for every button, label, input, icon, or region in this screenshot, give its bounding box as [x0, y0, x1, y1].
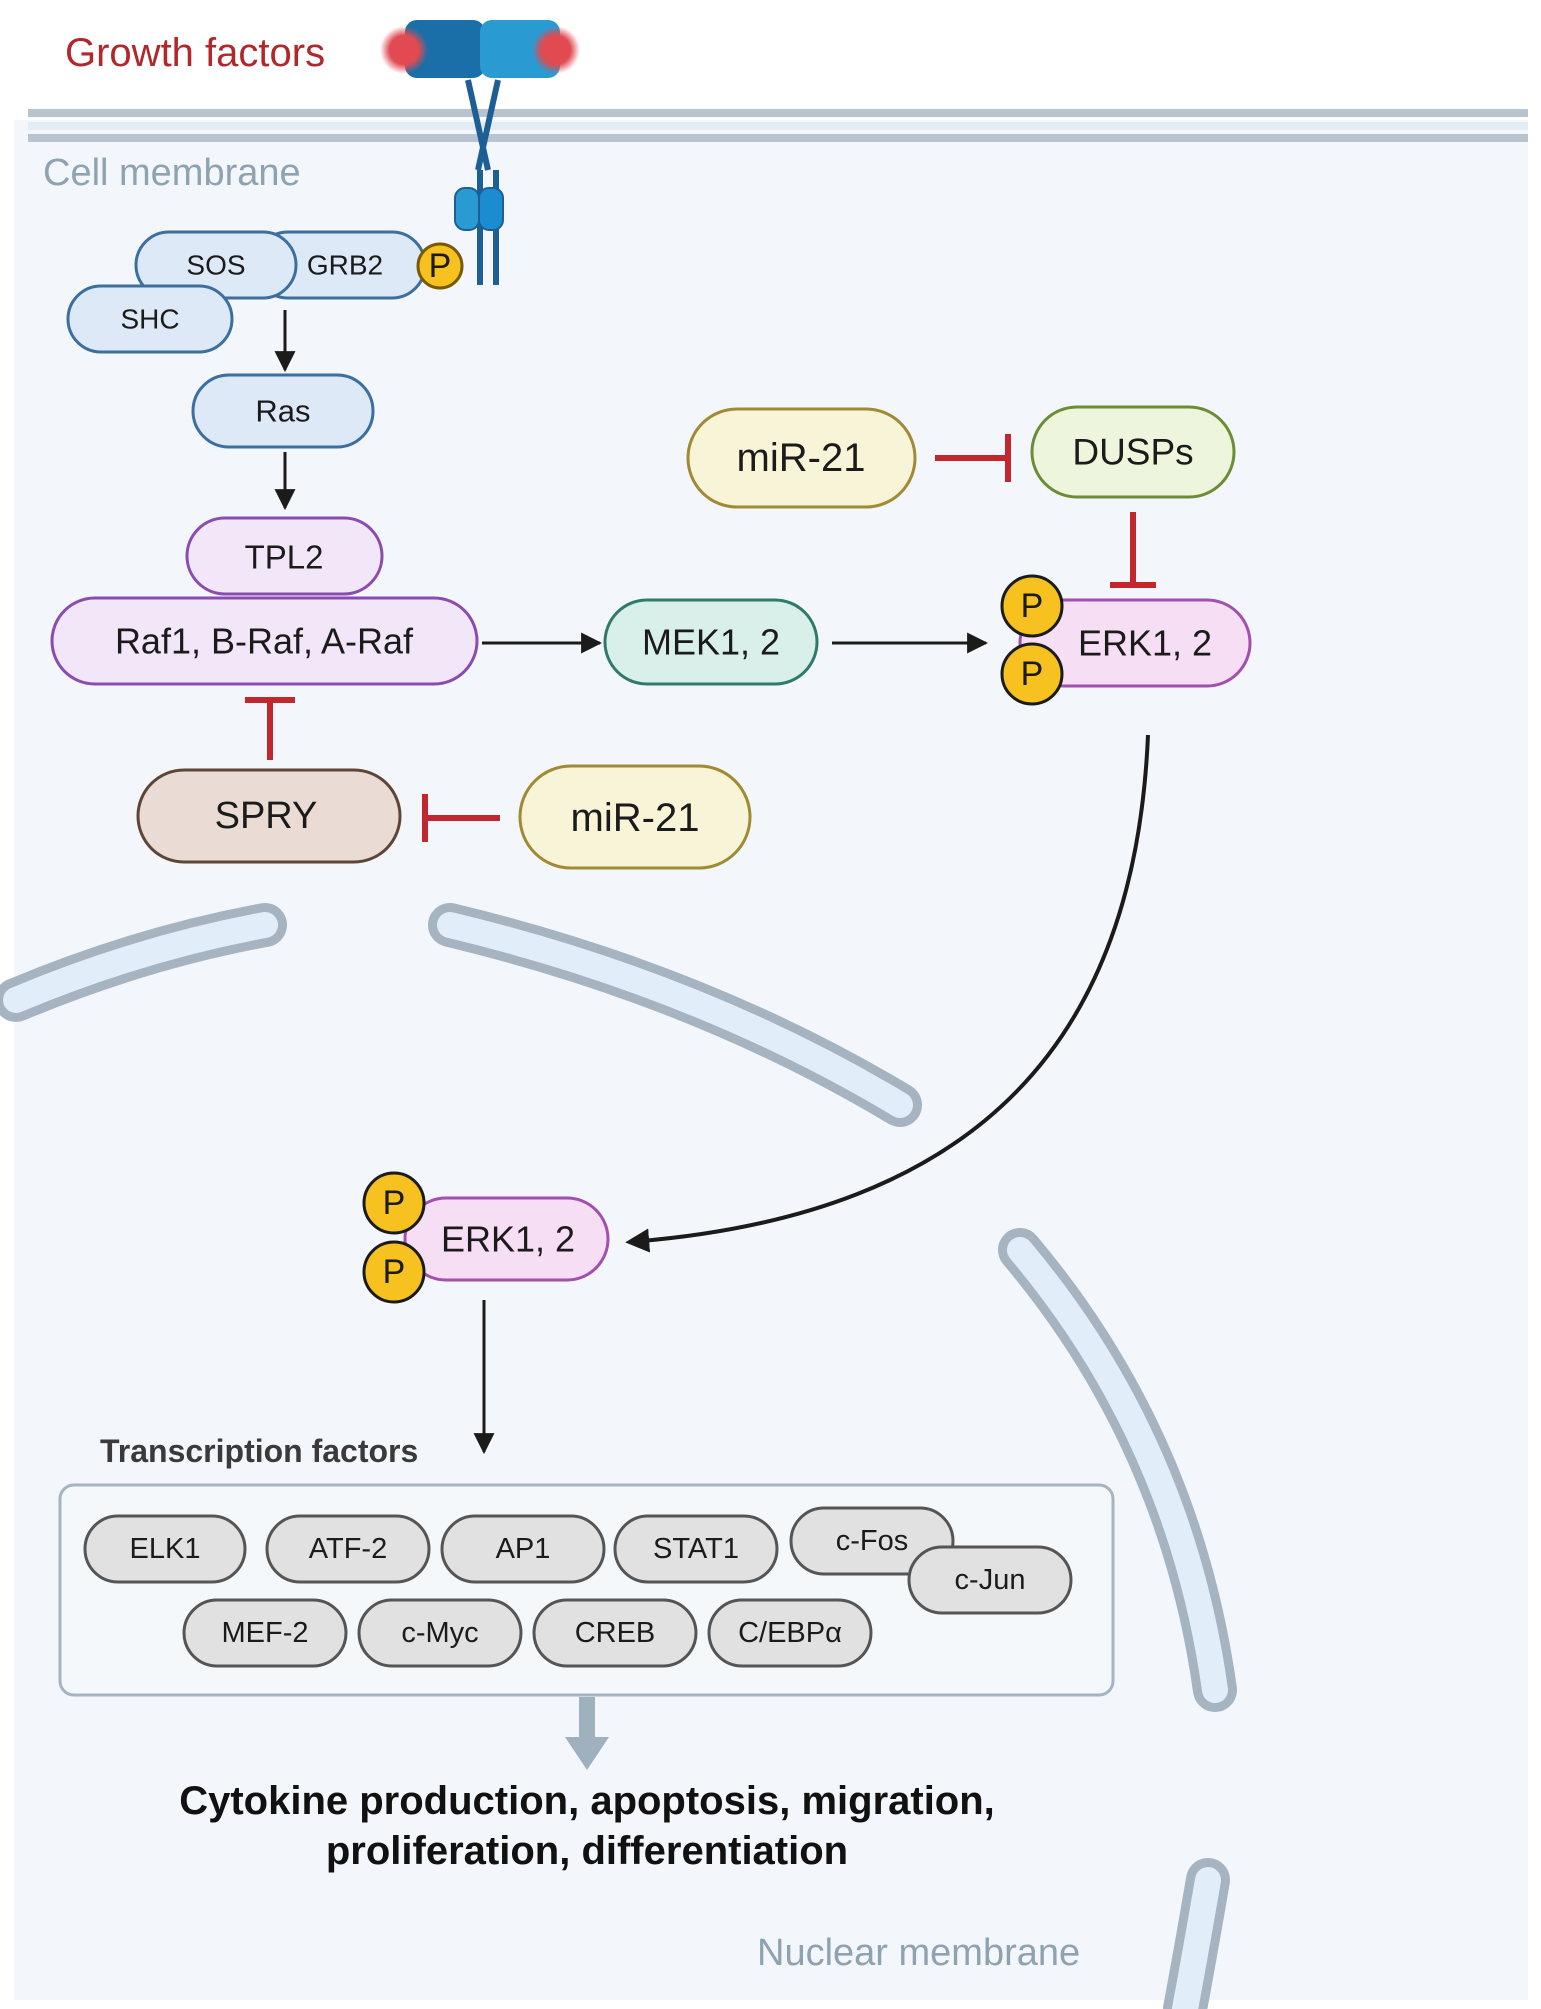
adaptor-complex: SOS GRB2 SHC P [66, 230, 464, 354]
node-mir21-bottom [518, 764, 752, 870]
node-mir21-top [686, 407, 917, 509]
node-raf [50, 596, 479, 686]
node-mek-label: MEK1, 2 [642, 622, 780, 663]
tf-mef-2-label: MEF-2 [222, 1617, 309, 1649]
inhibit-mir21-dusps [935, 434, 1011, 482]
tf-creb-label: CREB [575, 1617, 656, 1649]
tf-c-jun [907, 1545, 1073, 1615]
tf-stat1 [613, 1514, 779, 1584]
phospho-grb2-label: P [429, 247, 452, 285]
outcome-line-1: Cytokine production, apoptosis, migratio… [179, 1779, 995, 1823]
phospho-erk-cyto-top [1000, 574, 1064, 638]
node-ras [191, 373, 375, 449]
phospho-erk-nuc-bottom [362, 1240, 426, 1304]
node-erk-nucleus-label: ERK1, 2 [441, 1219, 575, 1260]
node-mek [603, 598, 819, 686]
outcome-line-2: proliferation, differentiation [326, 1829, 848, 1873]
node-mir21-bottom-label: miR-21 [571, 796, 700, 840]
tf-mef-2 [182, 1598, 348, 1668]
node-dusps [1030, 405, 1236, 499]
tf-elk1 [83, 1514, 247, 1584]
inhibit-mir21-spry [422, 794, 500, 842]
node-ras-label: Ras [255, 394, 310, 429]
tf-elk1-label: ELK1 [130, 1533, 201, 1565]
node-erk-nucleus [403, 1196, 610, 1282]
phospho-erk-cyto-top-label: P [1021, 587, 1044, 625]
node-spry-label: SPRY [215, 795, 318, 837]
node-erk-cytoplasm [1018, 598, 1252, 688]
node-erk-cytoplasm-label: ERK1, 2 [1078, 623, 1212, 664]
growth-factors-label: Growth factors [65, 31, 325, 75]
tf-c-myc-label: c-Myc [401, 1617, 478, 1649]
tf-atf-2-label: ATF-2 [309, 1533, 387, 1565]
tf-ap1 [440, 1514, 606, 1584]
phospho-erk-cyto-bottom-label: P [1021, 655, 1044, 693]
node-grb2-label: GRB2 [307, 250, 383, 281]
activation-arrows [274, 310, 1150, 1455]
transcription-factors-title: Transcription factors [100, 1433, 418, 1469]
node-raf-label: Raf1, B-Raf, A-Raf [115, 621, 414, 662]
tf-c-ebp [707, 1598, 873, 1668]
tf-c-fos [789, 1506, 955, 1576]
nuclear-membrane-label: Nuclear membrane [757, 1932, 1080, 1974]
node-tpl2 [185, 516, 384, 596]
nuclear-membrane [0, 903, 1237, 2009]
tf-c-fos-label: c-Fos [836, 1525, 909, 1557]
node-spry [136, 768, 402, 864]
tf-ap1-label: AP1 [496, 1533, 551, 1565]
arrow-erk-translocation [625, 734, 1150, 1253]
phospho-grb2 [416, 242, 464, 290]
cell-membrane [28, 109, 1528, 142]
node-shc [66, 284, 234, 354]
node-sos-label: SOS [186, 250, 245, 281]
tf-creb [532, 1598, 698, 1668]
output-arrow [565, 1697, 609, 1770]
cell-membrane-label: Cell membrane [43, 152, 301, 194]
tf-atf-2 [265, 1514, 431, 1584]
tf-c-jun-label: c-Jun [955, 1564, 1026, 1596]
inhibition-arrows [245, 434, 1156, 842]
node-shc-label: SHC [120, 304, 179, 335]
node-mir21-top-label: miR-21 [737, 436, 866, 480]
tf-stat1-label: STAT1 [653, 1533, 739, 1565]
tf-c-myc [357, 1598, 523, 1668]
inhibit-spry-raf [245, 697, 295, 760]
phospho-erk-nuc-top-label: P [383, 1184, 406, 1222]
node-dusps-label: DUSPs [1072, 432, 1193, 473]
phospho-erk-nuc-top [362, 1171, 426, 1235]
inhibit-dusps-erk [1110, 512, 1156, 588]
node-tpl2-label: TPL2 [245, 539, 324, 576]
phospho-erk-cyto-bottom [1000, 642, 1064, 706]
tf-c-ebp-label: C/EBPα [738, 1617, 842, 1649]
phospho-erk-nuc-bottom-label: P [383, 1253, 406, 1291]
